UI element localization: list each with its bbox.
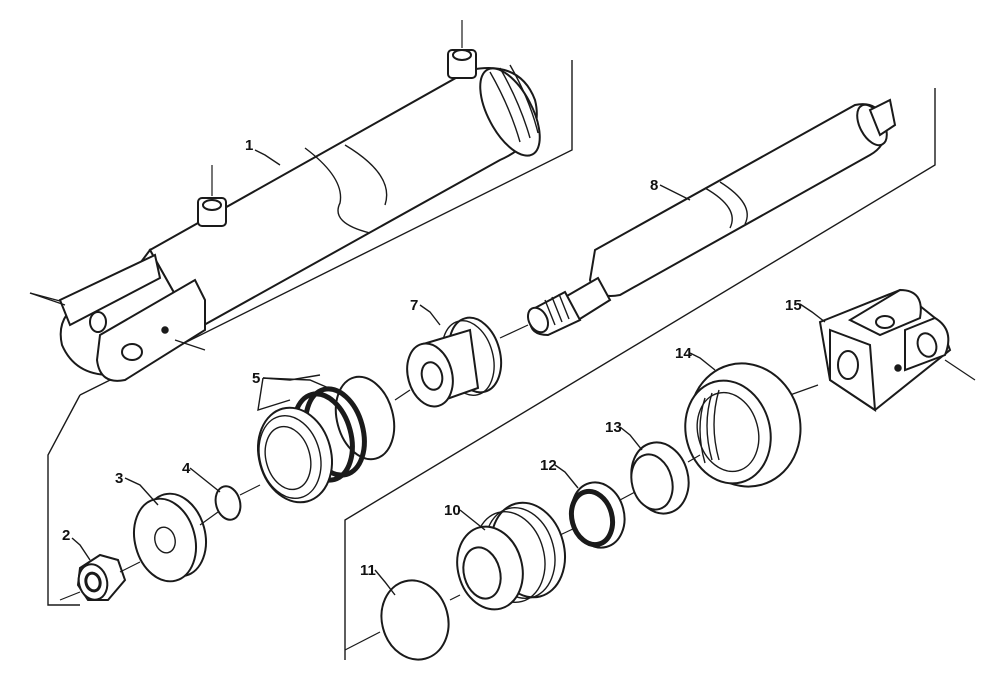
gland [456,501,566,611]
callout-10: 10 [444,502,461,519]
gland-nut [684,362,802,488]
callout-13: 13 [605,419,622,436]
callout-4: 4 [182,460,191,477]
seal-ring-13 [630,441,690,515]
callout-2: 2 [62,527,70,544]
callout-5: 5 [252,370,260,387]
callout-15: 15 [785,297,802,314]
seal-ring-12 [568,481,626,549]
o-ring-4 [214,485,242,521]
callout-14: 14 [675,345,692,362]
rod-clevis [789,288,976,412]
callout-12: 12 [540,457,557,474]
callout-3: 3 [115,470,123,487]
piston-rod [499,98,897,339]
piston [257,375,396,504]
callout-7: 7 [410,297,418,314]
o-ring-11 [380,579,450,661]
frame-lower [344,88,936,660]
callout-labels: 1 2 3 4 5 7 8 10 11 12 13 14 15 [62,137,802,579]
callout-11: 11 [360,562,376,579]
assembly-axis [59,389,701,651]
piston-guide [406,316,503,408]
leader-lines [71,149,826,596]
cylinder-barrel [29,20,541,382]
nut [76,553,127,601]
washer [133,492,207,583]
callout-1: 1 [245,137,253,154]
callout-8: 8 [650,177,658,194]
